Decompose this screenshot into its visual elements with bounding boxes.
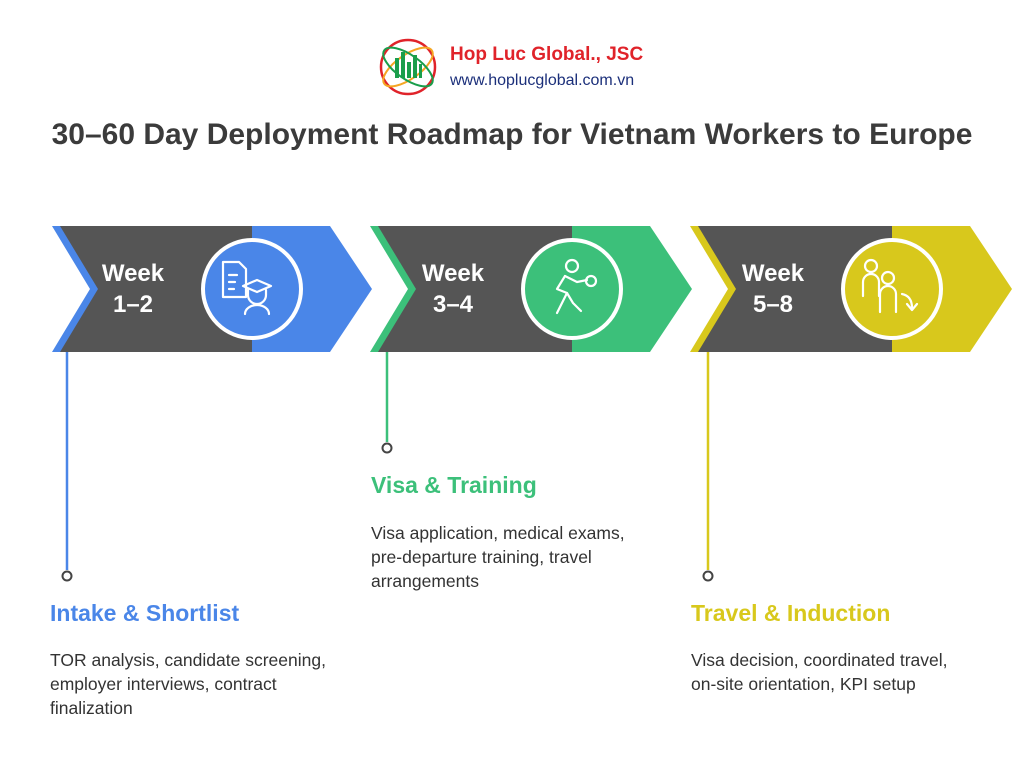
step-2-title: Visa & Training	[371, 472, 537, 498]
company-url[interactable]: www.hoplucglobal.com.vn	[450, 72, 635, 89]
company-name: Hop Luc Global., JSC	[450, 44, 644, 65]
person-training-icon	[555, 258, 598, 315]
step-3-connector	[702, 352, 714, 582]
document-graduate-icon	[221, 260, 273, 316]
people-transfer-icon	[861, 258, 919, 314]
step-1-title: Intake & Shortlist	[50, 600, 240, 626]
step-2-description: Visa application, medical exams, pre-dep…	[371, 523, 625, 591]
step-3-arrow	[690, 226, 1012, 352]
step-2-connector	[381, 352, 393, 454]
step-1-connector	[61, 352, 73, 582]
step-1-description: TOR analysis, candidate screening, emplo…	[50, 650, 326, 718]
step-3-description: Visa decision, coordinated travel, on-si…	[691, 650, 948, 694]
page-title: 30–60 Day Deployment Roadmap for Vietnam…	[51, 118, 973, 151]
step-1-arrow	[52, 226, 372, 352]
company-logo	[379, 38, 437, 96]
step-2-arrow	[370, 226, 692, 352]
step-3-title: Travel & Induction	[691, 600, 891, 626]
